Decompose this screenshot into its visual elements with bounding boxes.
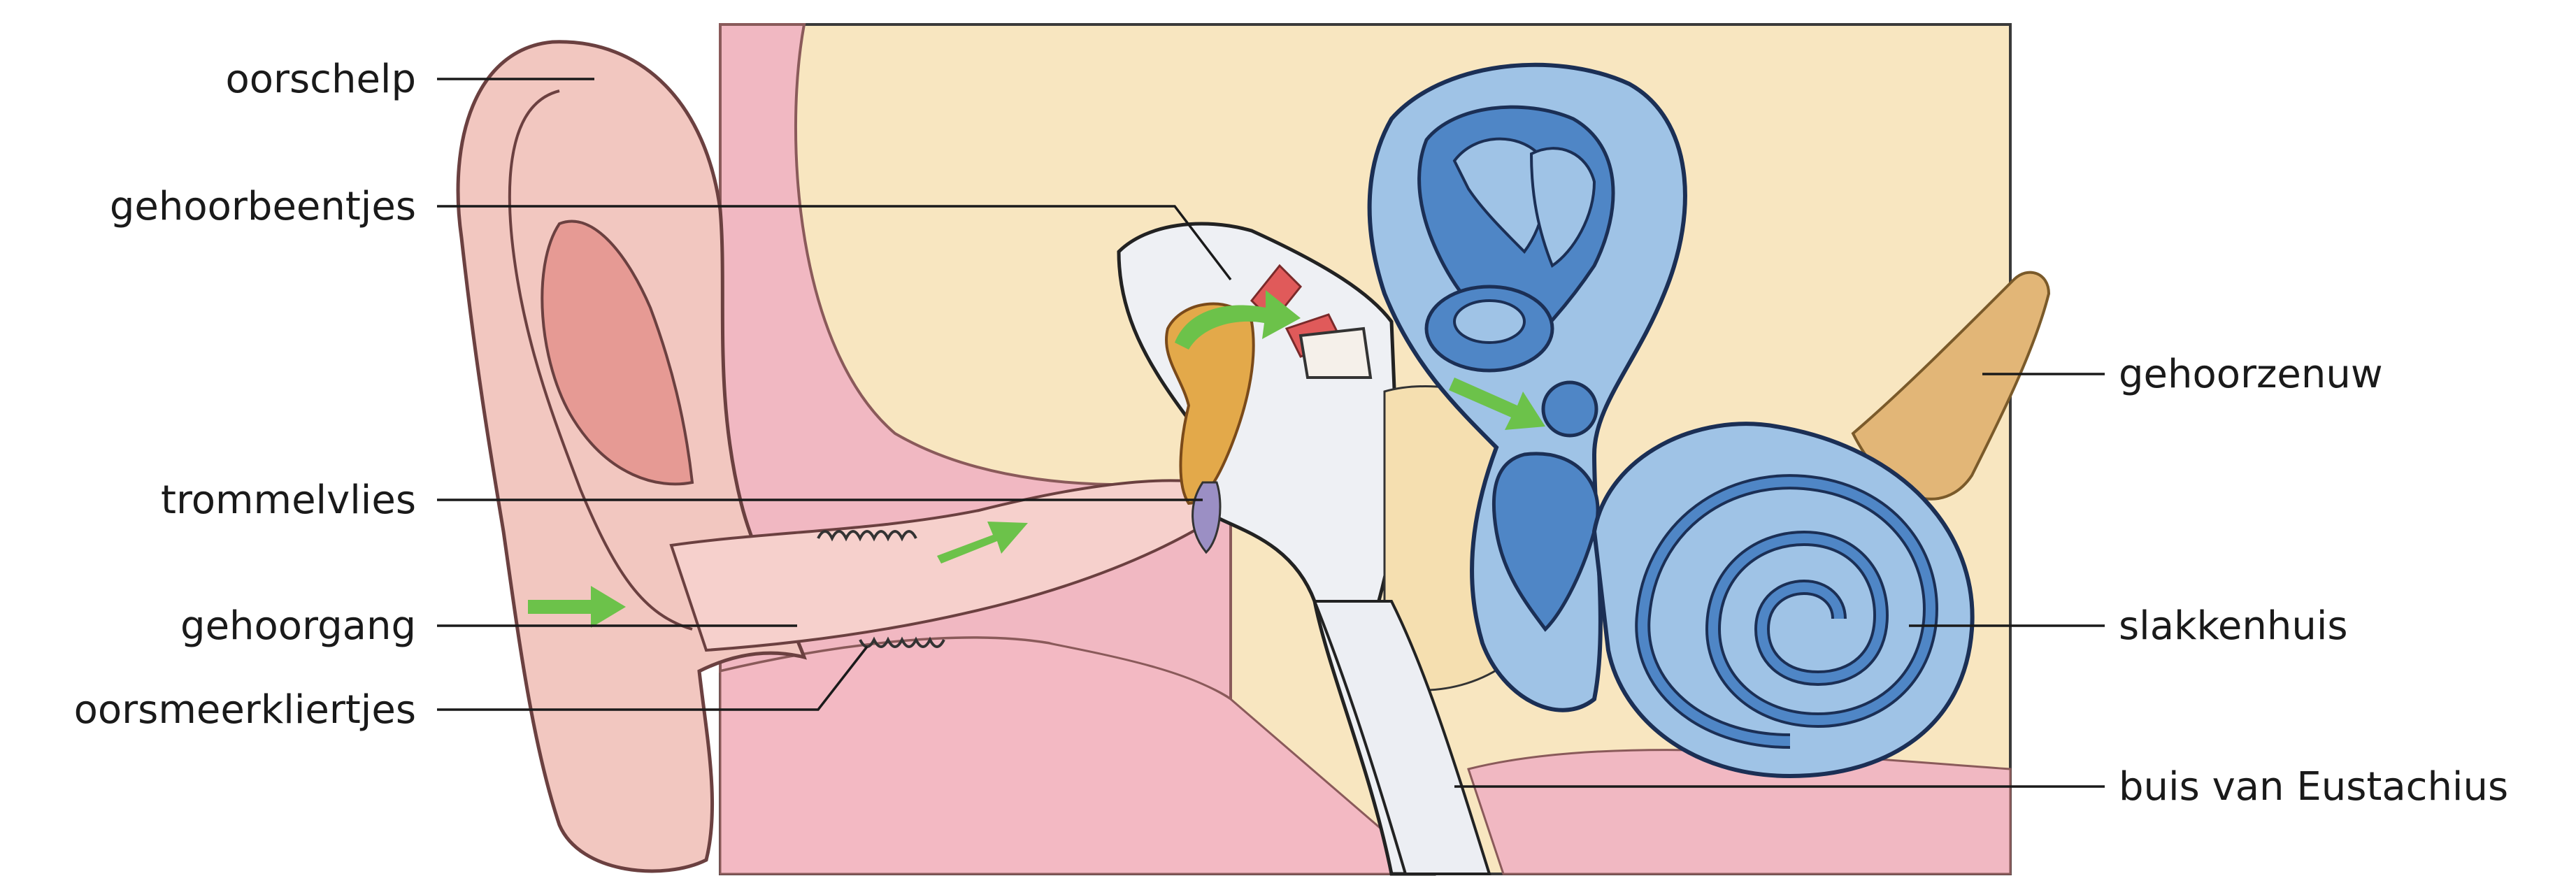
- label-oorsmeerkliertjes: oorsmeerkliertjes: [74, 687, 416, 733]
- label-gehoorzenuw: gehoorzenuw: [2119, 352, 2383, 397]
- label-trommelvlies: trommelvlies: [161, 478, 416, 523]
- label-slakkenhuis: slakkenhuis: [2119, 603, 2348, 649]
- label-gehoorgang: gehoorgang: [180, 603, 416, 649]
- label-oorschelp: oorschelp: [225, 57, 416, 102]
- label-gehoorbeentjes: gehoorbeentjes: [110, 184, 416, 229]
- label-buis-van-eustachius: buis van Eustachius: [2119, 764, 2508, 810]
